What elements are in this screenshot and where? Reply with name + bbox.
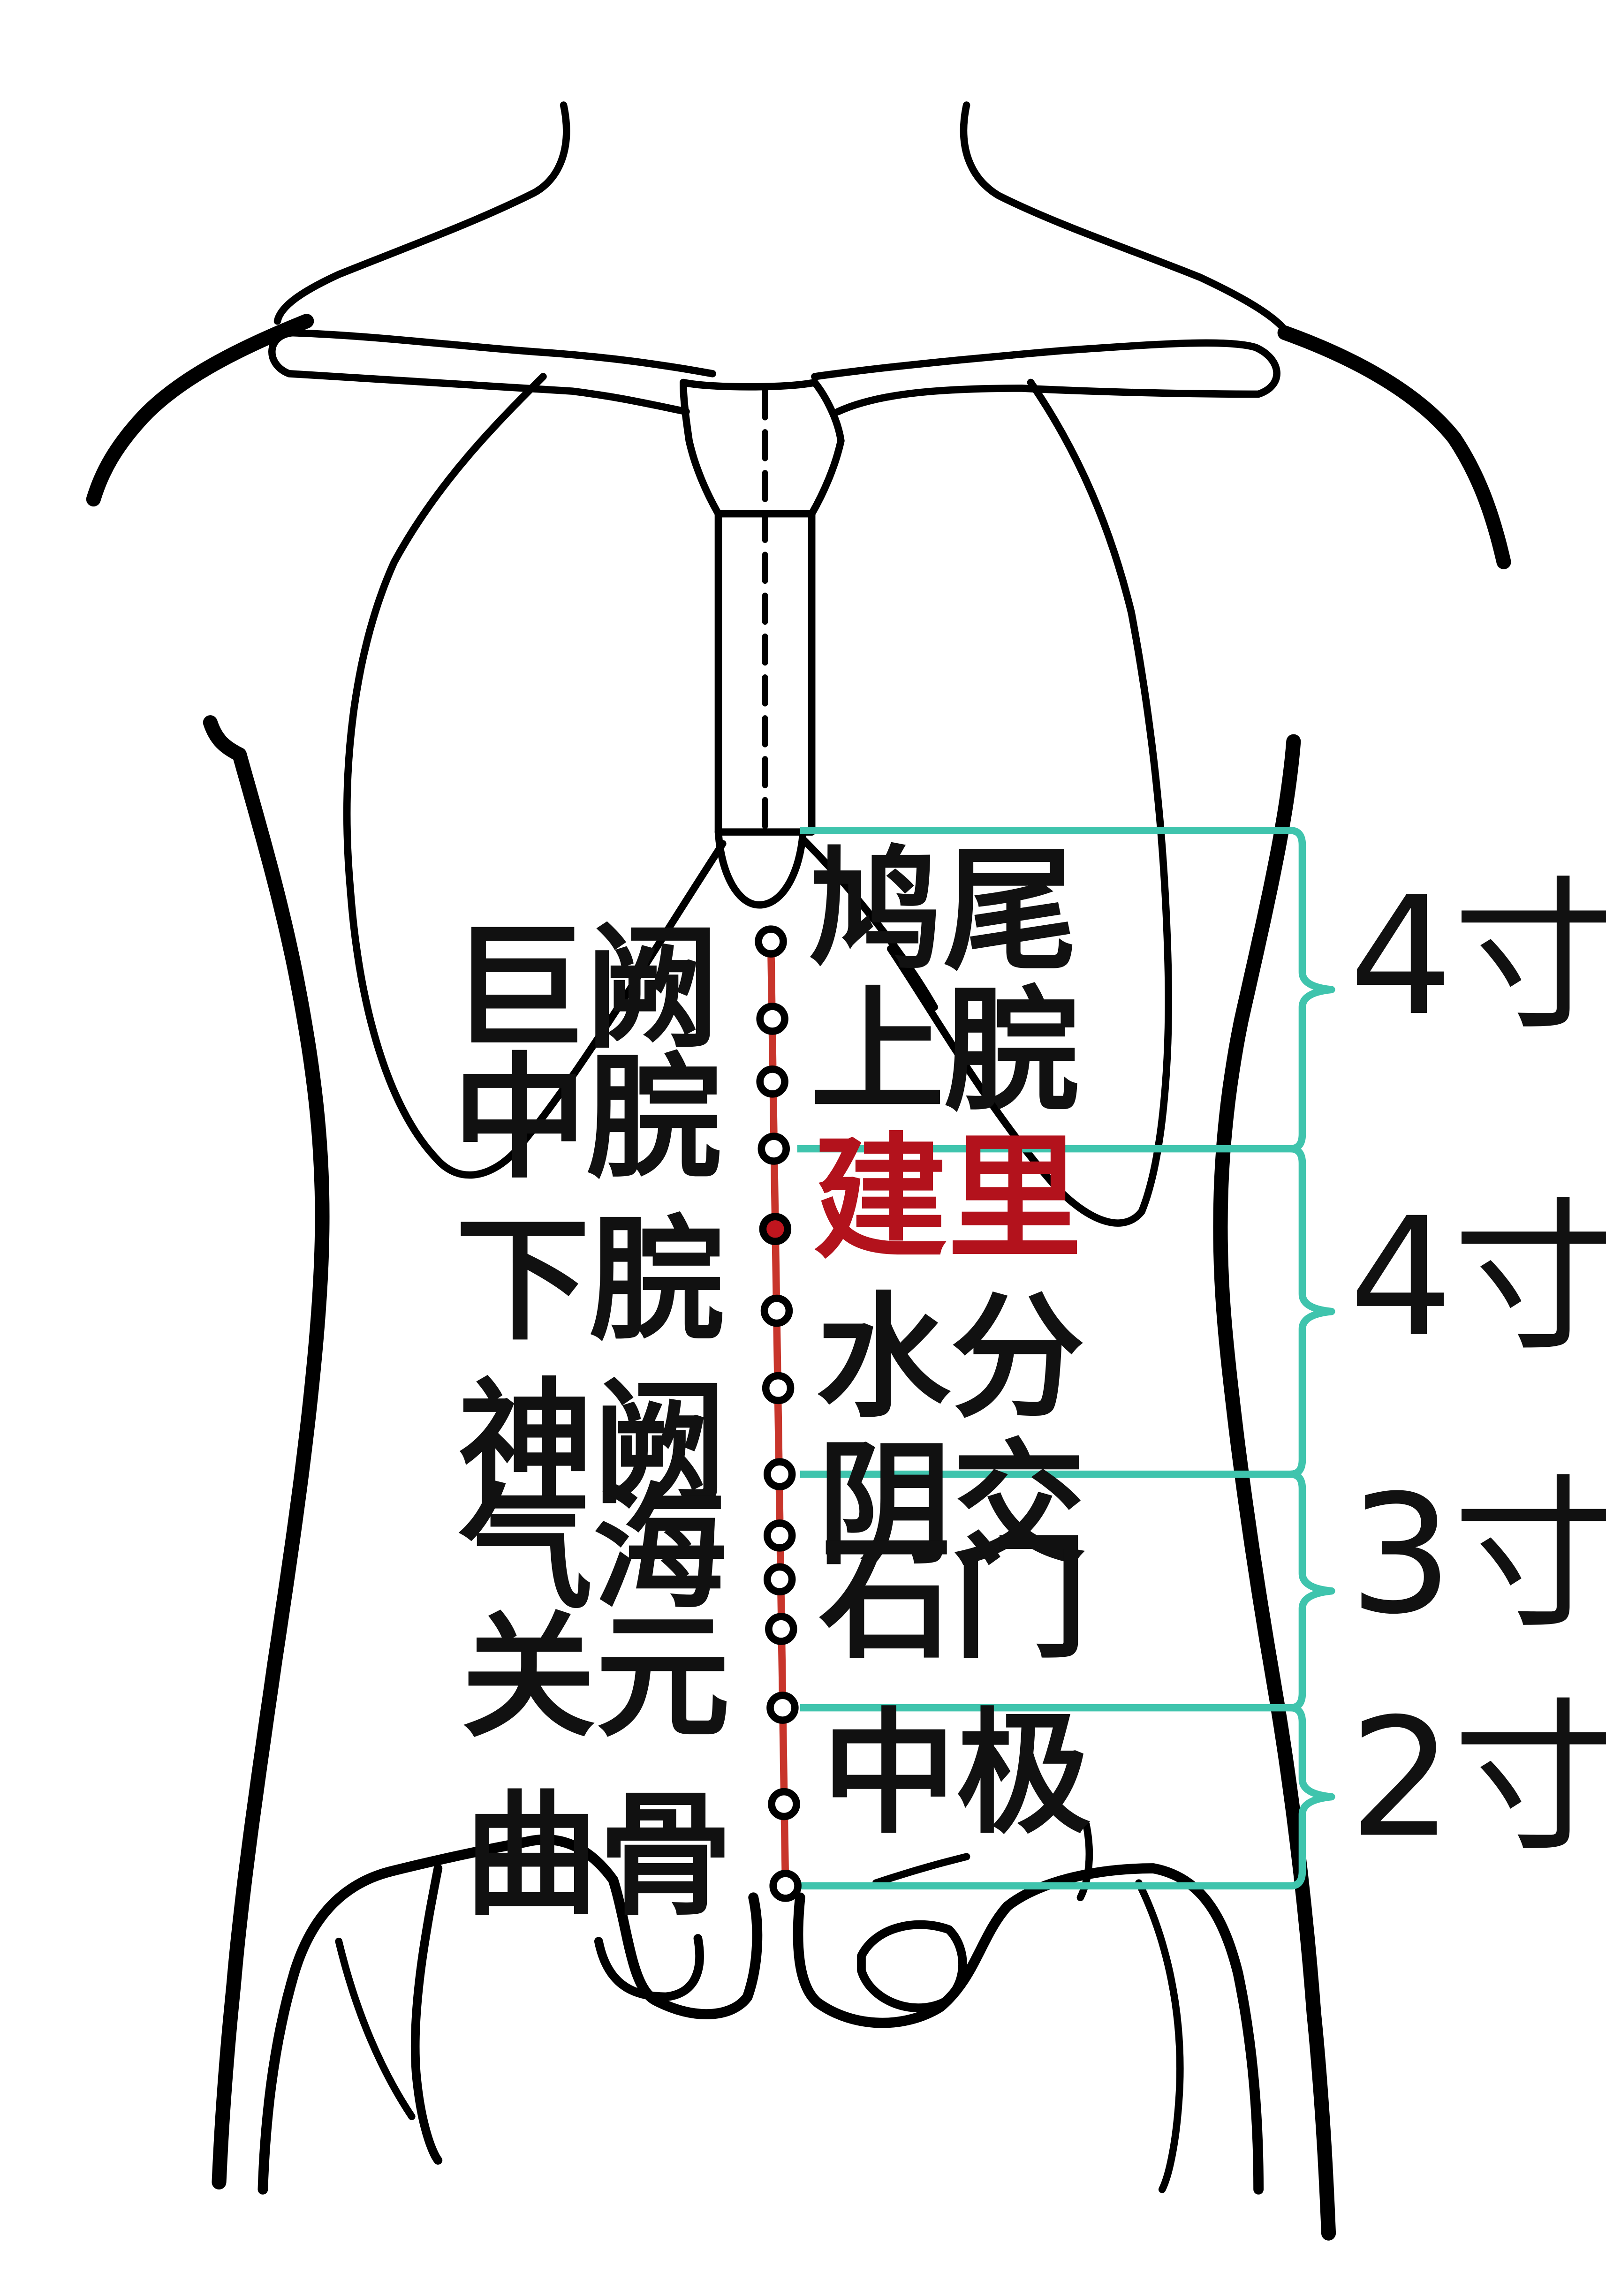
pelvis-right-ala: [1135, 1879, 1184, 2193]
rib-cage-right: [886, 378, 1172, 1227]
pelvis-left: [258, 1834, 763, 2195]
acupoint-label-shangwan: 上脘: [811, 973, 1079, 1130]
torso-left-side: [203, 715, 330, 2190]
acupoint-label-xiawan: 下脘: [455, 1202, 724, 1359]
conception-vessel-line: [767, 941, 789, 1886]
acupoint-label-juque: 巨阙: [451, 910, 720, 1067]
rib-cage-right-inner: [799, 835, 938, 1011]
measurement-label-2: 3寸: [1349, 1460, 1606, 1650]
acupoint-marker-shangwan: [756, 1065, 788, 1098]
measurement-bracket-0: [1290, 827, 1335, 1153]
pelvis-left-ala: [410, 1864, 443, 2165]
acupoint-marker-shuifen: [762, 1372, 795, 1405]
acupoint-label-jiuwei: 鸠尾: [809, 833, 1077, 989]
torso-right-side: [1213, 734, 1336, 2241]
acupoint-label-yinjiao: 阴交: [818, 1427, 1086, 1584]
obturator-right: [857, 1920, 967, 2012]
acupoint-label-shenque: 神阙: [458, 1366, 727, 1522]
pelvis-right-inner: [1076, 1820, 1093, 1902]
manubrium: [679, 378, 845, 518]
measurement-label-0: 4寸: [1349, 861, 1606, 1052]
measurement-bracket-3: [1290, 1704, 1335, 1890]
acupoint-marker-guanyuan: [766, 1692, 799, 1724]
acupoint-label-zhongji: 中极: [822, 1695, 1091, 1852]
acupoint-label-shimen: 石门: [819, 1520, 1088, 1677]
measurement-label-1: 4寸: [1349, 1183, 1606, 1373]
measurement-brackets: 4寸 4寸 3寸 2寸: [797, 827, 1606, 1890]
acupoint-marker-shenque: [763, 1458, 796, 1490]
measurement-bracket-2: [1290, 1470, 1335, 1712]
left-shoulder-line: [86, 314, 314, 507]
neck-left-line: [273, 101, 570, 325]
acupoint-marker-yinjiao: [763, 1519, 796, 1552]
right-shoulder-line: [1277, 325, 1511, 569]
acupoint-label-jianli: 建里: [813, 1120, 1082, 1277]
acupoint-markers: 鸠尾巨阙上脘中脘建里下脘水分神阙阴交气海石门关元中极曲骨: [451, 833, 1091, 1934]
acupoint-marker-zhongwan: [758, 1133, 790, 1165]
xiphoid-process: [714, 828, 807, 909]
sternum-body: [714, 510, 816, 836]
pubis-left: [594, 1934, 704, 2001]
acupoint-label-guanyuan: 关元: [462, 1599, 730, 1756]
acupoint-marker-shimen: [765, 1613, 797, 1645]
rib-cage-left: [343, 373, 727, 1179]
acupoint-marker-juque: [756, 1003, 788, 1035]
acupoint-label-shuifen: 水分: [816, 1279, 1085, 1436]
acupoint-marker-jianli: [759, 1213, 792, 1245]
pelvis-right: [793, 1863, 1264, 2195]
neck-right-line: [960, 101, 1288, 334]
acupoint-label-zhongwan: 中脘: [453, 1040, 721, 1197]
pelvis-left-foramen: [335, 1937, 416, 2120]
measurement-bracket-1: [1290, 1145, 1335, 1478]
acupoint-marker-xiawan: [760, 1294, 793, 1327]
acupoint-marker-zhongji: [768, 1788, 800, 1820]
acupoint-marker-qugu: [769, 1870, 802, 1902]
clavicle-left: [268, 329, 716, 415]
acupoint-marker-jiuwei: [755, 925, 787, 958]
acupoint-label-qihai: 气海: [458, 1471, 727, 1627]
acupoint-label-qugu: 曲骨: [464, 1777, 733, 1934]
measurement-label-3: 2寸: [1349, 1683, 1606, 1873]
torso-outline: [86, 101, 1511, 2241]
pelvis-right-rim: [872, 1853, 970, 1887]
clavicle-right: [811, 339, 1280, 415]
acupoint-marker-qihai: [763, 1563, 796, 1595]
